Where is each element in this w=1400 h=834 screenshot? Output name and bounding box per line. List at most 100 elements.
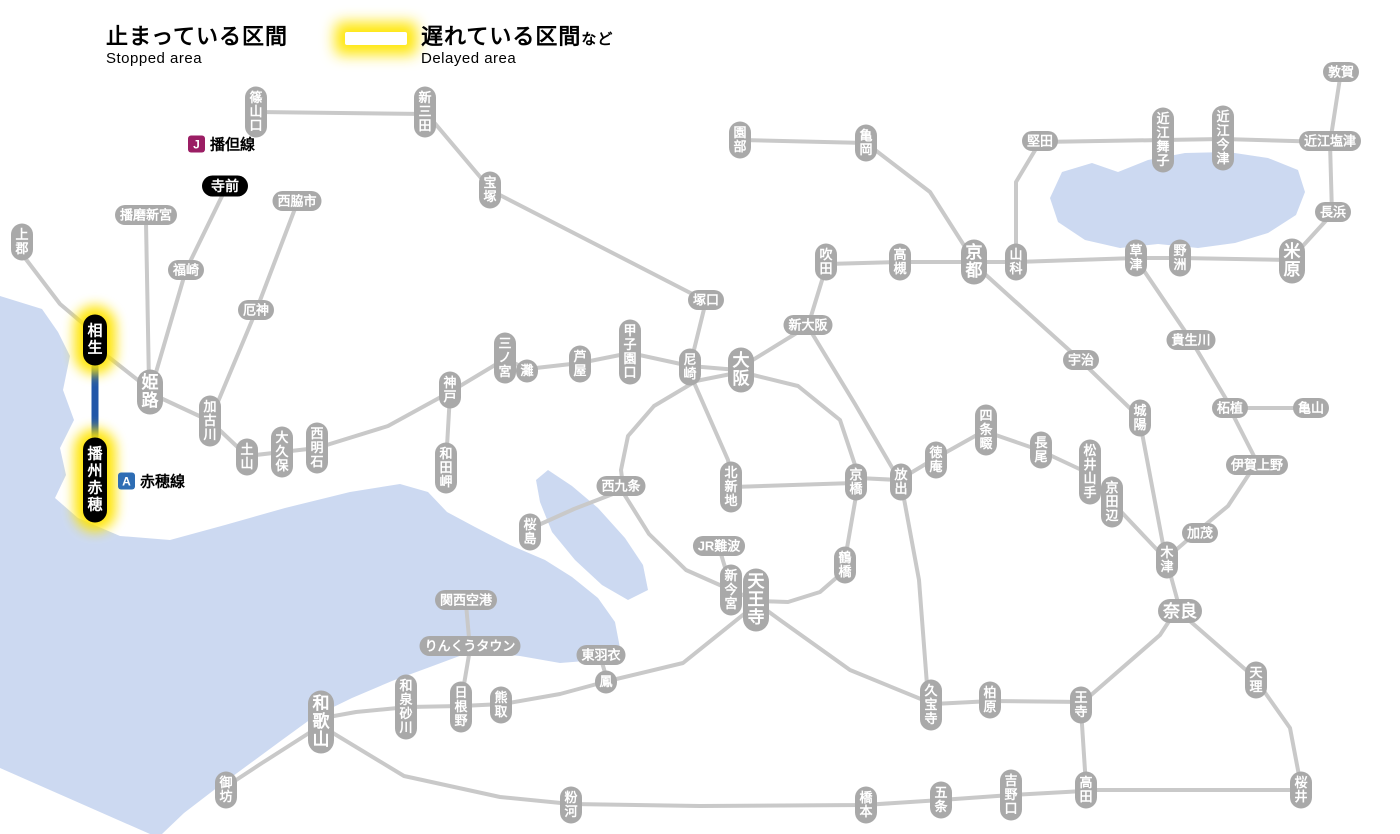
station: 上郡 — [11, 223, 33, 261]
station-label: 四条畷 — [979, 408, 993, 451]
rail-line-nara-line — [974, 264, 1167, 557]
station: 日根野 — [450, 681, 472, 733]
station-label: 柏原 — [983, 685, 996, 714]
station: 新大阪 — [783, 315, 833, 335]
station-pill — [238, 300, 274, 320]
station: 鳳 — [595, 670, 617, 694]
sea-osaka-bay — [0, 296, 620, 834]
station-label: 天王寺 — [748, 572, 766, 627]
station-label: 北新地 — [724, 465, 737, 508]
station: 加茂 — [1182, 523, 1218, 543]
station-pill — [11, 223, 33, 261]
rail-line-wakayama-line — [321, 725, 1086, 808]
station-pill — [1156, 541, 1178, 579]
rail-line-sakurajima-line — [532, 490, 620, 529]
station-pill — [1030, 431, 1052, 469]
station-label: 近江今津 — [1215, 109, 1230, 166]
station: 亀岡 — [855, 124, 877, 162]
station-label: 播州赤穂 — [86, 444, 103, 513]
station: 宇治 — [1063, 350, 1099, 370]
station-label: 三ノ宮 — [498, 336, 511, 379]
station-pill — [890, 463, 912, 501]
station: 尼崎 — [679, 348, 701, 386]
station-pill — [137, 369, 163, 415]
line-name: 赤穂線 — [140, 473, 185, 491]
station-pill — [1070, 686, 1092, 724]
station-pill — [834, 546, 856, 584]
station-label: 京橋 — [849, 467, 863, 496]
station: 福崎 — [168, 260, 204, 280]
station-label: 近江舞子 — [1155, 111, 1169, 168]
station-label: 福崎 — [172, 263, 199, 278]
station-pill — [272, 191, 322, 211]
station: 塚口 — [688, 290, 724, 310]
station-pill — [1299, 131, 1361, 151]
station: 徳庵 — [925, 441, 947, 479]
stations-layer: 篠山口新三田宝塚園部亀岡堅田近江舞子近江今津近江塩津敦賀長浜米原野洲草津山科京都… — [11, 62, 1361, 824]
station-pill — [494, 332, 516, 384]
station: 貴生川 — [1166, 330, 1216, 350]
station-pill — [1226, 455, 1288, 475]
station-label: 関西空港 — [440, 593, 493, 608]
lake-biwa — [1050, 152, 1305, 248]
station-label: 加茂 — [1186, 526, 1213, 541]
line-letter-badge — [188, 135, 205, 153]
station: 宝塚 — [479, 171, 501, 209]
station: 亀山 — [1293, 398, 1329, 418]
station: 米原 — [1279, 238, 1305, 284]
station-label: 灘 — [520, 363, 533, 378]
station-label: 吹田 — [819, 247, 832, 276]
station-pill — [490, 686, 512, 724]
station-label: 奈良 — [1162, 601, 1197, 621]
station: 粉河 — [560, 786, 582, 824]
station-pill — [199, 395, 221, 447]
station-label: 西明石 — [309, 426, 323, 469]
station-pill — [688, 290, 724, 310]
station-pill — [271, 426, 293, 478]
station-pill — [692, 536, 746, 556]
station-label: 東羽衣 — [581, 648, 620, 663]
station-pill — [845, 463, 867, 501]
station-pill — [1245, 661, 1267, 699]
station-pill — [743, 568, 769, 632]
station: 長浜 — [1315, 202, 1351, 222]
station-label: 篠山口 — [249, 90, 262, 133]
rail-line-osaka-higashi-s — [900, 486, 930, 700]
station: 四条畷 — [975, 404, 997, 456]
station: 橋本 — [855, 786, 877, 824]
station-label: 土山 — [240, 442, 253, 471]
station-label: 熊取 — [494, 690, 508, 719]
station-label: 王寺 — [1074, 690, 1087, 719]
stopped-area-label-en: Stopped area — [106, 50, 203, 68]
station: 柘植 — [1212, 398, 1248, 418]
corner-land — [0, 768, 150, 834]
station: 天王寺 — [743, 568, 769, 632]
station-pill — [728, 347, 754, 393]
station-pill — [569, 345, 591, 383]
station: 西明石 — [306, 422, 328, 474]
station-label: 御坊 — [218, 775, 232, 804]
station-pill — [1079, 439, 1101, 505]
station-pill — [479, 171, 501, 209]
station-label: 柘植 — [1216, 401, 1243, 416]
station: 草津 — [1125, 239, 1147, 277]
station-pill — [720, 564, 742, 616]
station: 熊取 — [490, 686, 512, 724]
station-label: 徳庵 — [928, 445, 943, 474]
station-label: 長尾 — [1034, 435, 1048, 464]
station-label: 宝塚 — [483, 175, 496, 204]
delayed-area-label-en: Delayed area — [421, 50, 517, 68]
station-label: 新大阪 — [788, 318, 828, 333]
station-label: 和歌山 — [313, 694, 331, 749]
station-label: 亀山 — [1298, 401, 1324, 416]
station: 京都 — [961, 239, 987, 285]
station-label: 吉野口 — [1004, 773, 1017, 816]
station-label: 相生 — [87, 321, 102, 356]
station-pill — [1129, 399, 1151, 437]
station-pill — [306, 422, 328, 474]
station: 敦賀 — [1323, 62, 1359, 82]
station-pill — [925, 441, 947, 479]
rail-line-kyoto-line — [741, 260, 974, 368]
